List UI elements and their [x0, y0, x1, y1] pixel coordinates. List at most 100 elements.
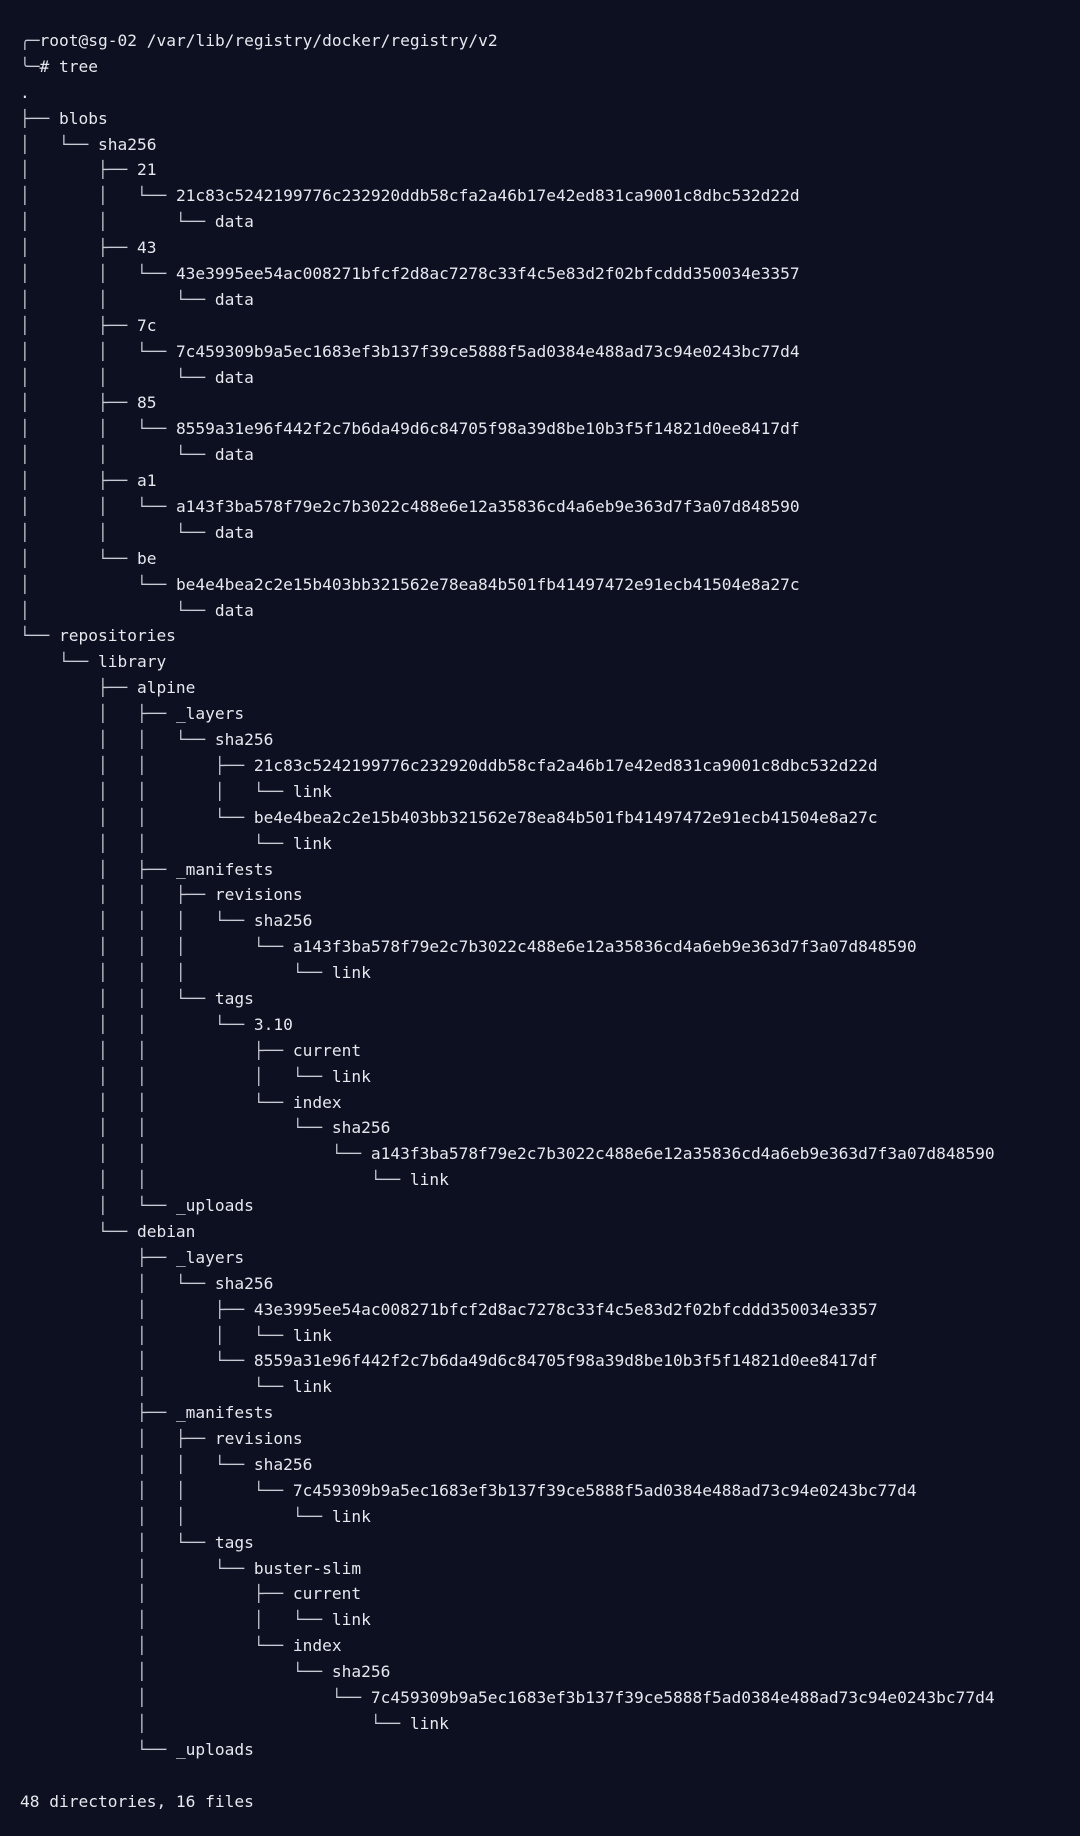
- tree-entry: │ │ └── link: [20, 831, 1080, 857]
- tree-entry: │ │ ├── current: [20, 1038, 1080, 1064]
- tree-entry-name: a1: [136, 471, 157, 491]
- tree-entry: .: [20, 80, 1080, 106]
- tree-guide: │ ├──: [20, 238, 137, 258]
- tree-entry-name: 21: [136, 160, 157, 180]
- tree-entry-name: 21c83c5242199776c232920ddb58cfa2a46b17e4…: [253, 755, 878, 775]
- tree-entry-name: alpine: [136, 678, 196, 698]
- tree-guide: │ │ └──: [20, 341, 176, 361]
- tree-guide: │ │ └──: [20, 1480, 293, 1500]
- tree-entry: │ │ └── index: [20, 1090, 1080, 1116]
- tree-entry: │ │ └── 3.10: [20, 1012, 1080, 1038]
- tree-guide: └──: [20, 1221, 137, 1241]
- tree-entry-name: data: [214, 212, 254, 232]
- prompt-symbol: #: [39, 56, 50, 76]
- tree-guide: │ │ └──: [20, 212, 215, 232]
- tree-entry-name: data: [214, 289, 254, 309]
- tree-entry: │ │ │ └── link: [20, 779, 1080, 805]
- tree-guide: ├──: [20, 1403, 176, 1423]
- tree-entry-name: tags: [214, 1532, 254, 1552]
- tree-entry-name: index: [292, 1636, 342, 1656]
- tree-entry-name: be: [136, 548, 157, 568]
- tree-entry: │ └── index: [20, 1633, 1080, 1659]
- tree-entry-name: link: [292, 1377, 332, 1397]
- tree-guide: │ │ ├──: [20, 885, 215, 905]
- tree-entry-name: link: [331, 1506, 371, 1526]
- tree-entry: │ └── 7c459309b9a5ec1683ef3b137f39ce5888…: [20, 1685, 1080, 1711]
- tree-guide: │ │ └──: [20, 497, 176, 517]
- tree-entry: │ ├── current: [20, 1581, 1080, 1607]
- tree-guide: │ └──: [20, 1558, 254, 1578]
- tree-entry: │ │ └── sha256: [20, 727, 1080, 753]
- tree-entry-name: data: [214, 445, 254, 465]
- tree-entry: └── library: [20, 649, 1080, 675]
- tree-entry-name: link: [331, 1610, 371, 1630]
- tree-entry-name: a143f3ba578f79e2c7b3022c488e6e12a35836cd…: [175, 497, 800, 517]
- tree-guide: │ ├──: [20, 1584, 293, 1604]
- tree-entry-name: 8559a31e96f442f2c7b6da49d6c84705f98a39d8…: [253, 1351, 878, 1371]
- tree-guide: │ └──: [20, 1688, 371, 1707]
- tree-entry: │ │ │ └── a143f3ba578f79e2c7b3022c488e6e…: [20, 934, 1080, 960]
- tree-entry: │ │ └── sha256: [20, 1115, 1080, 1141]
- tree-entry-name: library: [97, 652, 167, 672]
- tree-guide: │ │ │ └──: [20, 781, 293, 801]
- tree-entry: └── debian: [20, 1219, 1080, 1245]
- tree-guide: │ │ └──: [20, 289, 215, 309]
- tree-entry: │ │ └── 21c83c5242199776c232920ddb58cfa2…: [20, 183, 1080, 209]
- tree-entry-name: 8559a31e96f442f2c7b6da49d6c84705f98a39d8…: [175, 419, 800, 439]
- tree-entry: │ ├── 21: [20, 157, 1080, 183]
- tree-entry-name: 85: [136, 393, 157, 413]
- tree-guide: │ │ └──: [20, 186, 176, 206]
- tree-guide: └──: [20, 626, 59, 646]
- tree-entry: │ │ └── link: [20, 1607, 1080, 1633]
- tree-entry-name: 3.10: [253, 1014, 293, 1034]
- tree-entry-name: link: [409, 1170, 449, 1190]
- tree-entry-name: data: [214, 367, 254, 387]
- tree-entry: │ │ └── link: [20, 1504, 1080, 1530]
- tree-entry-name: repositories: [58, 626, 176, 646]
- tree-entry: │ │ └── link: [20, 1167, 1080, 1193]
- tree-entry-name: _uploads: [175, 1196, 254, 1216]
- tree-entry: │ └── link: [20, 1374, 1080, 1400]
- tree-entry-name: current: [292, 1040, 362, 1060]
- tree-entry: │ │ └── 43e3995ee54ac008271bfcf2d8ac7278…: [20, 261, 1080, 287]
- tree-guide: │ │ └──: [20, 1118, 332, 1138]
- tree-guide: │ │ └──: [20, 1092, 293, 1112]
- tree-entry: │ │ └── 7c459309b9a5ec1683ef3b137f39ce58…: [20, 339, 1080, 365]
- tree-entry: │ └── _uploads: [20, 1193, 1080, 1219]
- tree-entry: └── repositories: [20, 623, 1080, 649]
- tree-guide: │ │ └──: [20, 1144, 371, 1164]
- tree-entry: └── _uploads: [20, 1737, 1080, 1763]
- tree-entry-name: current: [292, 1584, 362, 1604]
- tree-entry-name: sha256: [331, 1662, 391, 1682]
- tree-guide: │ │ └──: [20, 522, 215, 542]
- tree-entry-name: link: [292, 1325, 332, 1345]
- tree-guide: │ │ └──: [20, 445, 215, 465]
- tree-entry: │ └── be: [20, 546, 1080, 572]
- tree-guide: │ │ └──: [20, 1454, 254, 1474]
- tree-guide: │ │ └──: [20, 1014, 254, 1034]
- tree-entry: │ │ └── data: [20, 209, 1080, 235]
- command-text: tree: [59, 56, 98, 76]
- tree-entry: │ └── sha256: [20, 1271, 1080, 1297]
- tree-entry-name: link: [331, 1066, 371, 1086]
- tree-entry-name: sha256: [253, 911, 313, 931]
- tree-guide: │ │ ├──: [20, 1040, 293, 1060]
- tree-guide: │ └──: [20, 1351, 254, 1371]
- tree-entry: │ │ └── sha256: [20, 1452, 1080, 1478]
- tree-entry-name: .: [20, 82, 30, 102]
- tree-guide: ├──: [20, 108, 59, 128]
- tree-guide: └──: [20, 652, 98, 672]
- tree-entry: │ │ └── tags: [20, 986, 1080, 1012]
- tree-guide: │ │ └──: [20, 1170, 410, 1190]
- tree-entry-name: be4e4bea2c2e15b403bb321562e78ea84b501fb4…: [253, 807, 878, 827]
- tree-guide: │ └──: [20, 1532, 215, 1552]
- tree-entry: │ ├── 43: [20, 235, 1080, 261]
- tree-guide: │ └──: [20, 548, 137, 568]
- tree-entry: │ │ └── 8559a31e96f442f2c7b6da49d6c84705…: [20, 416, 1080, 442]
- tree-entry-name: tags: [214, 988, 254, 1008]
- tree-guide: │ └──: [20, 1662, 332, 1682]
- tree-entry-name: debian: [136, 1221, 196, 1241]
- command-line[interactable]: ╰─# tree: [20, 54, 1080, 80]
- tree-entry-name: sha256: [97, 134, 157, 154]
